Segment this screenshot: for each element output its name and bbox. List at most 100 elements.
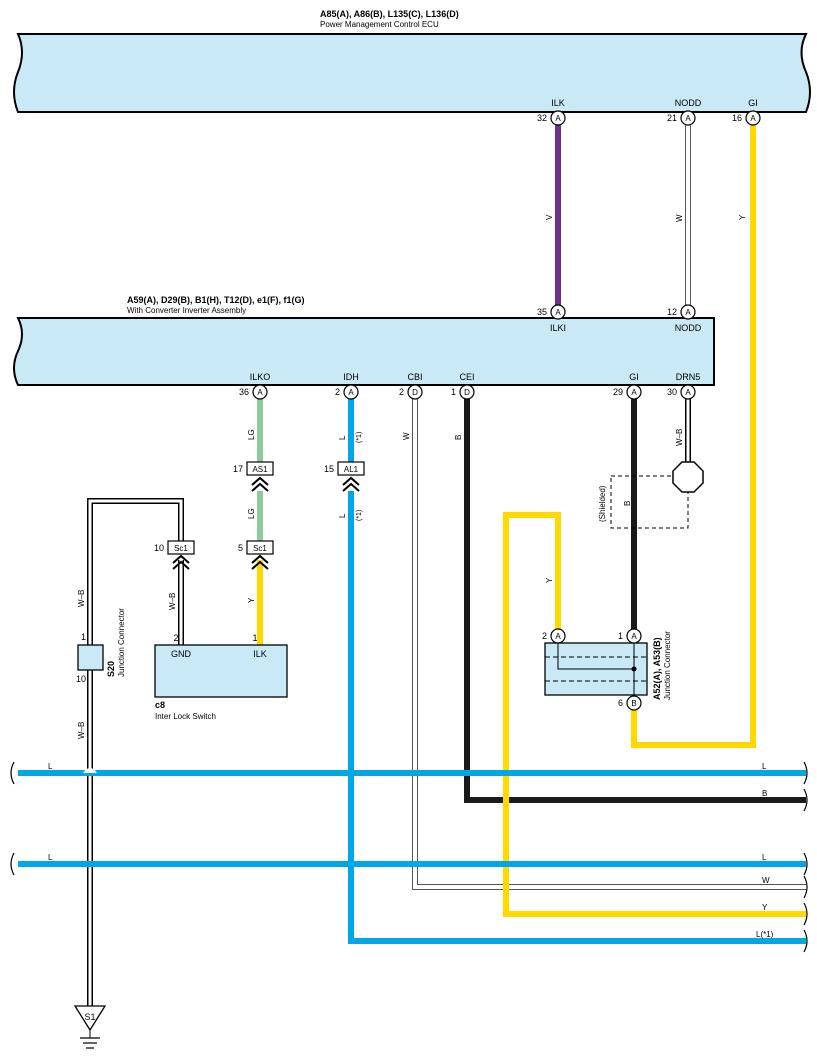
svg-text:Sc1: Sc1 bbox=[253, 544, 267, 553]
ecu-top-ids: A85(A), A86(B), L135(C), L136(D) bbox=[320, 9, 459, 19]
svg-text:1: 1 bbox=[81, 632, 86, 642]
svg-text:(*1): (*1) bbox=[356, 510, 363, 521]
a52-junction-connector: A 2 A 1 B 6 A52(A), A53(B) Junction Conn… bbox=[542, 628, 672, 711]
wire-junction-yellow bbox=[503, 512, 806, 917]
wire-s20-wb bbox=[87, 498, 184, 1006]
converter-inverter-assembly: A59(A), D29(B), B1(H), T12(D), e1(F), f1… bbox=[13, 295, 715, 386]
pin-label-idh: IDH bbox=[343, 372, 359, 382]
svg-text:5: 5 bbox=[238, 543, 243, 553]
wire-idh-blue-lower bbox=[348, 491, 806, 944]
svg-text:6: 6 bbox=[618, 698, 623, 708]
connector-sc1-right: Sc1 5 bbox=[238, 540, 274, 570]
pin-label-ilk: ILK bbox=[551, 98, 565, 108]
s20-junction-connector: 1 10 S20 Junction Connector bbox=[76, 608, 126, 684]
svg-text:W–B: W–B bbox=[168, 593, 177, 610]
switch-ilk-label: ILK bbox=[253, 649, 267, 659]
svg-text:17: 17 bbox=[233, 464, 243, 474]
svg-text:Y: Y bbox=[247, 597, 256, 603]
ecu-top-name: Power Management Control ECU bbox=[320, 20, 439, 29]
pin-num-2-cbi: 2 bbox=[399, 387, 404, 397]
svg-text:A: A bbox=[555, 632, 561, 641]
svg-text:A: A bbox=[685, 388, 691, 397]
svg-text:L: L bbox=[762, 762, 767, 771]
inverter-name: With Converter Inverter Assembly bbox=[127, 306, 246, 315]
svg-text:W: W bbox=[762, 876, 770, 885]
switch-gnd-label: GND bbox=[171, 649, 192, 659]
svg-text:A: A bbox=[685, 308, 691, 317]
wire-cbi-white bbox=[412, 398, 806, 890]
svg-text:A: A bbox=[631, 388, 637, 397]
pin-num-32: 32 bbox=[537, 113, 547, 123]
svg-text:Sc1: Sc1 bbox=[174, 544, 188, 553]
svg-text:W–B: W–B bbox=[77, 590, 86, 607]
pin-num-16: 16 bbox=[732, 113, 742, 123]
pin-num-30: 30 bbox=[667, 387, 677, 397]
svg-text:1: 1 bbox=[252, 633, 257, 643]
connector-al1: AL1 15 bbox=[324, 461, 365, 492]
svg-text:15: 15 bbox=[324, 464, 334, 474]
break-marks-left bbox=[10, 761, 15, 876]
shield-box bbox=[610, 475, 689, 529]
svg-text:L: L bbox=[338, 435, 347, 440]
pin-label-gi-inv: GI bbox=[629, 372, 639, 382]
svg-text:10: 10 bbox=[76, 674, 86, 684]
inverter-ids: A59(A), D29(B), B1(H), T12(D), e1(F), f1… bbox=[127, 295, 305, 305]
svg-text:V: V bbox=[545, 214, 554, 220]
shield-ground-octagon bbox=[672, 461, 704, 493]
pin-label-nodd: NODD bbox=[675, 98, 702, 108]
svg-text:L: L bbox=[762, 853, 767, 862]
svg-text:W–B: W–B bbox=[77, 722, 86, 739]
svg-text:Y: Y bbox=[762, 903, 768, 912]
break-marks-right bbox=[803, 761, 808, 953]
inter-lock-switch: 2 1 GND ILK c8 Inter Lock Switch bbox=[154, 633, 288, 721]
svg-text:D: D bbox=[464, 388, 470, 397]
connector-as1: AS1 17 bbox=[233, 461, 274, 492]
svg-text:D: D bbox=[412, 388, 418, 397]
wire-crossover bbox=[83, 768, 97, 774]
svg-text:A: A bbox=[750, 114, 756, 123]
ground-label: S1 bbox=[84, 1012, 95, 1022]
pin-label-drn5: DRN5 bbox=[676, 372, 701, 382]
pin-num-21: 21 bbox=[667, 113, 677, 123]
svg-text:B: B bbox=[454, 435, 463, 440]
switch-name: Inter Lock Switch bbox=[155, 712, 216, 721]
svg-text:W: W bbox=[402, 432, 411, 440]
svg-text:W: W bbox=[675, 214, 684, 222]
s20-id: S20 bbox=[106, 661, 116, 677]
svg-text:(*1): (*1) bbox=[356, 432, 363, 443]
s20-name: Junction Connector bbox=[117, 608, 126, 677]
pin-label-ilko: ILKO bbox=[250, 372, 271, 382]
inverter-top-pins: A 35 A 12 bbox=[537, 304, 696, 320]
svg-text:Y: Y bbox=[545, 577, 554, 583]
svg-text:(Shielded): (Shielded) bbox=[598, 485, 607, 522]
svg-text:B: B bbox=[762, 789, 767, 798]
svg-text:LG: LG bbox=[247, 508, 256, 519]
svg-text:A: A bbox=[348, 388, 354, 397]
connector-sc1-left: Sc1 10 bbox=[154, 540, 195, 570]
pin-num-29: 29 bbox=[613, 387, 623, 397]
pin-num-12: 12 bbox=[667, 307, 677, 317]
svg-text:A: A bbox=[555, 114, 561, 123]
svg-text:2: 2 bbox=[542, 631, 547, 641]
svg-text:AL1: AL1 bbox=[344, 465, 359, 474]
power-management-ecu: A85(A), A86(B), L135(C), L136(D) Power M… bbox=[13, 9, 811, 113]
svg-text:2: 2 bbox=[173, 633, 178, 643]
pin-label-ilki: ILKI bbox=[550, 323, 566, 333]
svg-text:A: A bbox=[257, 388, 263, 397]
svg-text:AS1: AS1 bbox=[252, 465, 268, 474]
svg-text:Y: Y bbox=[738, 214, 747, 220]
svg-text:L: L bbox=[338, 513, 347, 518]
svg-text:W–B: W–B bbox=[675, 429, 684, 446]
pin-label-gi: GI bbox=[748, 98, 758, 108]
wire-code-labels: V W Y LG LG L (*1) L (*1) W B W–B B (Shi… bbox=[77, 214, 747, 739]
svg-text:A: A bbox=[685, 114, 691, 123]
svg-text:L(*1): L(*1) bbox=[756, 930, 774, 939]
pin-num-36: 36 bbox=[239, 387, 249, 397]
svg-text:1: 1 bbox=[618, 631, 623, 641]
svg-text:A: A bbox=[631, 632, 637, 641]
svg-text:L: L bbox=[48, 762, 53, 771]
pin-num-2-idh: 2 bbox=[335, 387, 340, 397]
svg-text:LG: LG bbox=[247, 429, 256, 440]
svg-text:B: B bbox=[623, 501, 632, 506]
